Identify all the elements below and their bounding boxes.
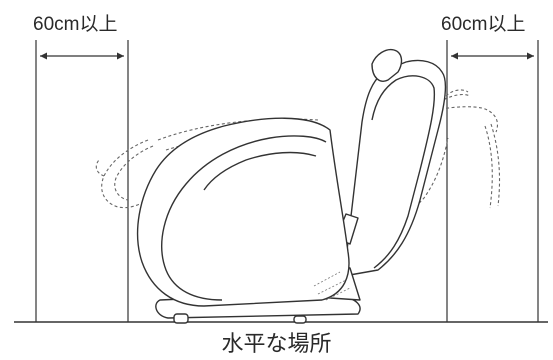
base-hatching bbox=[313, 271, 351, 301]
chair-foot bbox=[173, 313, 189, 324]
chair-foot bbox=[293, 315, 307, 324]
floor-caption: 水平な場所 bbox=[221, 331, 332, 356]
chair-seat-panel bbox=[203, 151, 317, 191]
left-clearance-label: 60cm以上 bbox=[33, 14, 118, 35]
chair-headrest bbox=[371, 48, 403, 82]
left-clearance-guide bbox=[35, 40, 129, 322]
chair-back-inner-line bbox=[371, 75, 436, 269]
chair-seat-inner-curve bbox=[161, 135, 327, 301]
chair-seat-shell bbox=[136, 117, 350, 307]
right-clearance-guide bbox=[446, 40, 539, 322]
right-clearance-label: 60cm以上 bbox=[441, 14, 526, 35]
massage-chair-upright bbox=[136, 48, 447, 324]
